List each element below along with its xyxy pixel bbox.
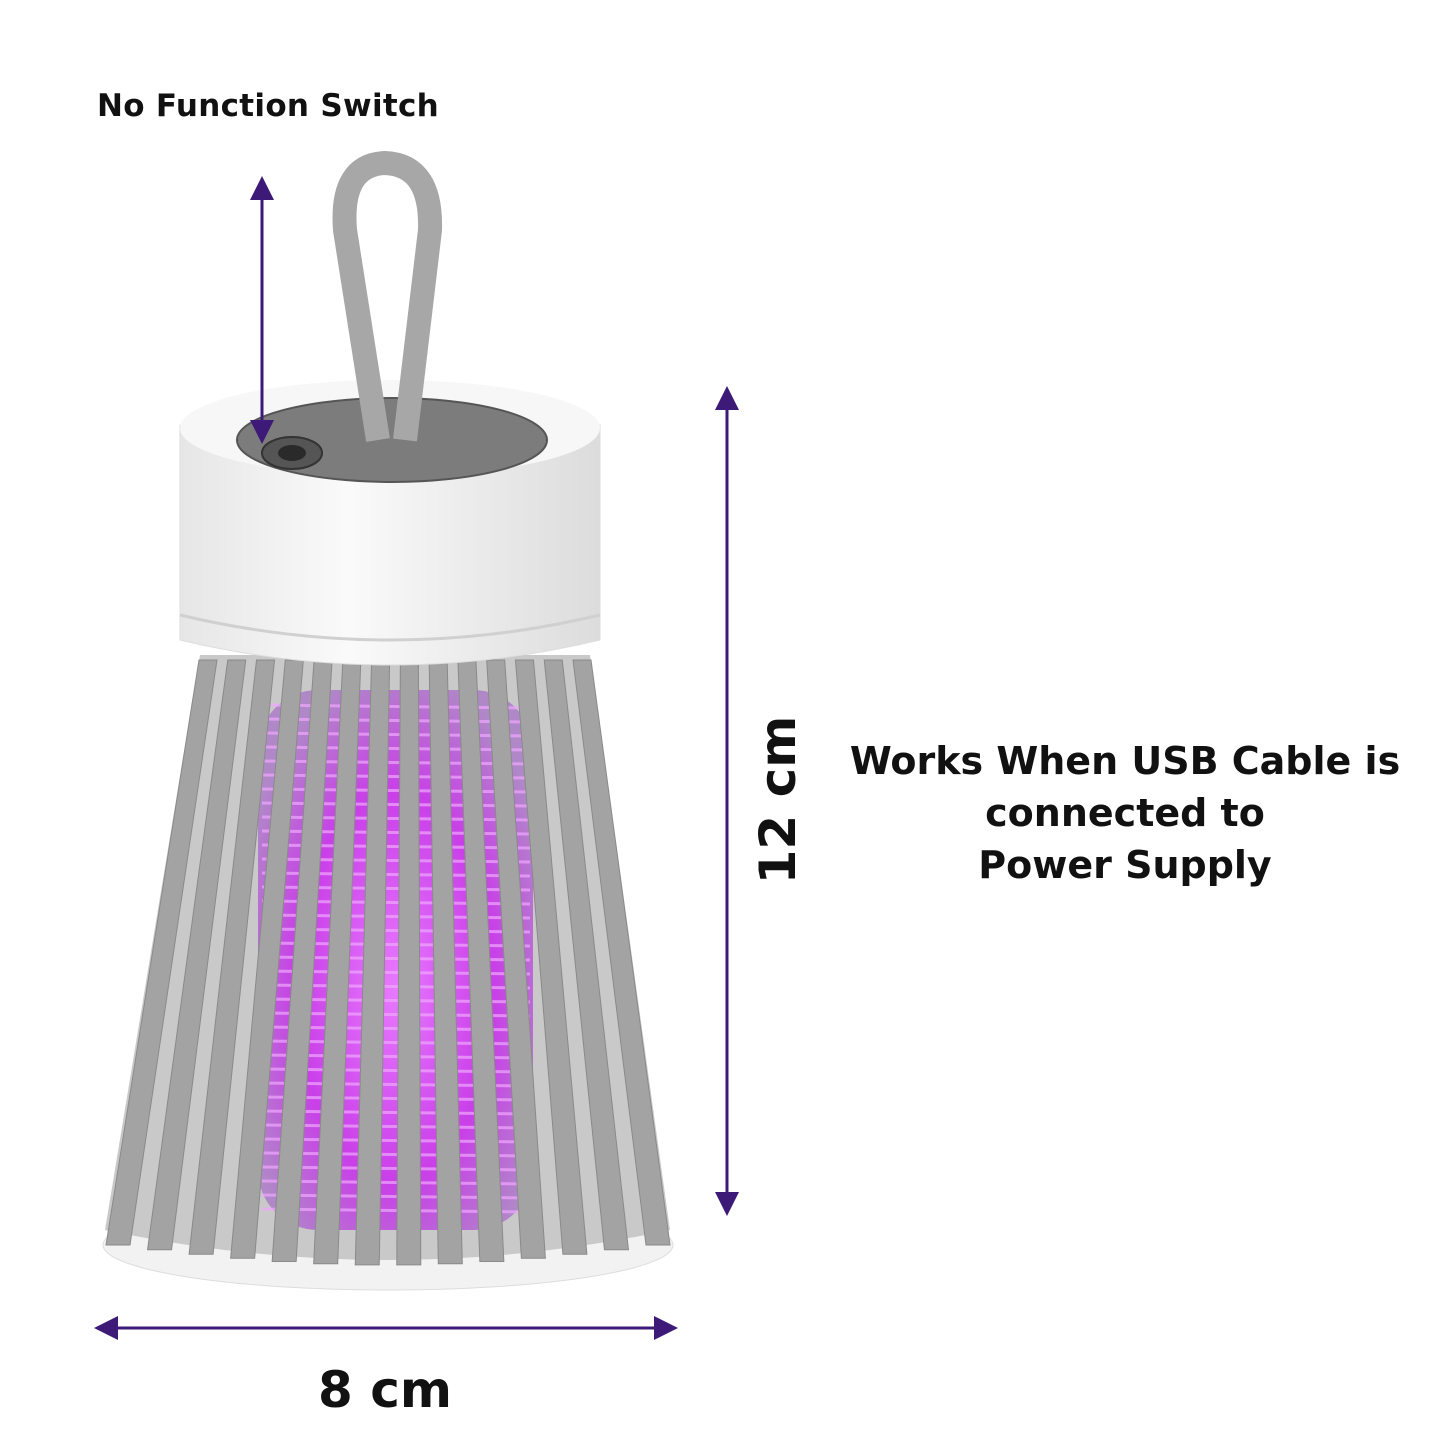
coil-ring bbox=[261, 703, 531, 710]
cage-bar bbox=[188, 659, 276, 1255]
coil-ring bbox=[261, 717, 531, 724]
cage-bar bbox=[543, 659, 630, 1251]
cage-bar bbox=[572, 659, 671, 1246]
usb-power-note: Works When USB Cable is connected to Pow… bbox=[850, 735, 1400, 891]
height-label: 12 cm bbox=[749, 715, 807, 885]
cage-bar bbox=[146, 659, 247, 1251]
width-label: 8 cm bbox=[318, 1361, 452, 1419]
usb-note-line: Power Supply bbox=[978, 843, 1272, 887]
cage-bar bbox=[514, 659, 588, 1255]
cage-bar bbox=[486, 659, 546, 1259]
switch-button-center bbox=[278, 445, 306, 461]
usb-note-line: connected to bbox=[985, 791, 1265, 835]
coil-ring bbox=[261, 745, 531, 752]
switch-label: No Function Switch bbox=[97, 88, 440, 124]
cap-seam bbox=[179, 613, 601, 642]
hanging-strap bbox=[332, 151, 443, 442]
cage-bar bbox=[396, 659, 422, 1266]
coil-ring bbox=[261, 731, 531, 738]
usb-note-line: Works When USB Cable is bbox=[849, 739, 1401, 783]
cage-bar bbox=[105, 659, 218, 1246]
lamp-top-cap bbox=[179, 424, 601, 666]
lamp-cage-bars bbox=[105, 659, 671, 1266]
